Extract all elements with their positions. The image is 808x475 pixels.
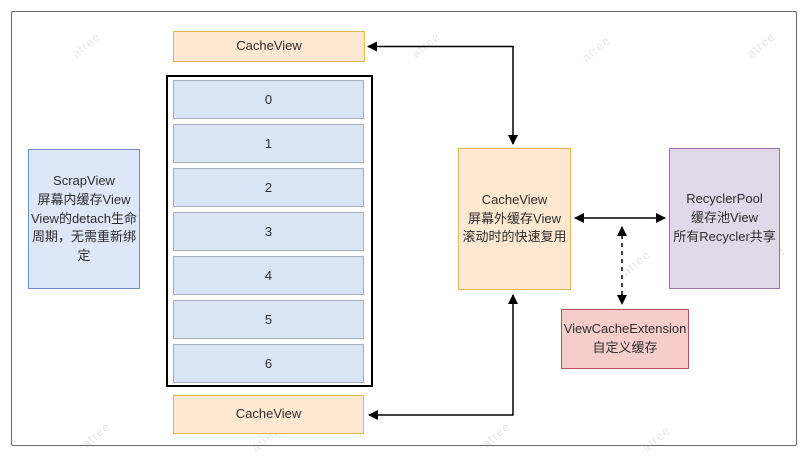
list-item: 5 [173,300,364,339]
scrapview-box: ScrapView 屏幕内缓存View View的detach生命 周期，无需重… [28,149,140,289]
bottom-cacheview-box: CacheView [173,395,364,434]
recyclerpool-box: RecyclerPool 缓存池View 所有Recycler共享 [669,148,780,289]
list-item: 1 [173,124,364,163]
list-item: 4 [173,256,364,295]
list-item: 6 [173,344,364,383]
list-item: 3 [173,212,364,251]
viewcacheextension-box: ViewCacheExtension 自定义缓存 [561,309,689,369]
list-item: 2 [173,168,364,207]
list-item: 0 [173,80,364,119]
mid-cacheview-box: CacheView 屏幕外缓存View 滚动时的快速复用 [458,148,571,290]
top-cacheview-box: CacheView [173,31,365,62]
